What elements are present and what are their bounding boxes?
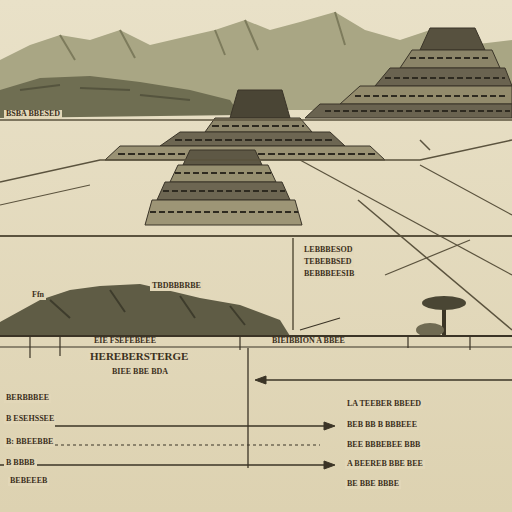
caption-text: B: BBEEBBE	[4, 438, 55, 447]
caption-text: B ESEHSSEE	[4, 415, 56, 424]
caption-text: BIEIBBION A BBEE	[270, 337, 347, 346]
tree	[416, 296, 466, 337]
caption-text: TEBEBBSED	[302, 258, 354, 267]
pyramid-of-sun	[305, 28, 512, 118]
caption-text: BSBA BBESED	[4, 110, 62, 119]
caption-text: BEBBBEESIB	[302, 270, 356, 279]
caption-text: EIE FSEFEBEEE	[92, 337, 158, 346]
caption-text: BEB BB B BBBEEE	[345, 421, 419, 430]
caption-text: A BEEREB BBE BEE	[345, 460, 425, 469]
caption-text: LA TEEBER BBEED	[345, 400, 423, 409]
caption-text: Ffn	[30, 291, 46, 300]
caption-text: BIEE BBE BDA	[110, 368, 170, 377]
front-pyramid	[145, 150, 302, 225]
caption-text: BERBBBEE	[4, 394, 51, 403]
caption-text: BEBEEEB	[8, 477, 49, 486]
leader-arrows	[0, 318, 512, 469]
mountain-shading	[50, 290, 245, 325]
caption-text: B BBBB	[4, 459, 37, 468]
caption-text: LEBBBESOD	[302, 246, 354, 255]
caption-text: BE BBE BBBE	[345, 480, 401, 489]
caption-text: TBDBBBRBE	[150, 282, 203, 291]
caption-text: BEE BBBEBEE BBB	[345, 441, 422, 450]
hill-shading	[20, 85, 190, 100]
caption-text: HEREBERSTERGE	[88, 350, 190, 362]
scale-band	[0, 336, 512, 358]
mid-mountain	[0, 284, 290, 336]
left-hill	[0, 76, 240, 118]
